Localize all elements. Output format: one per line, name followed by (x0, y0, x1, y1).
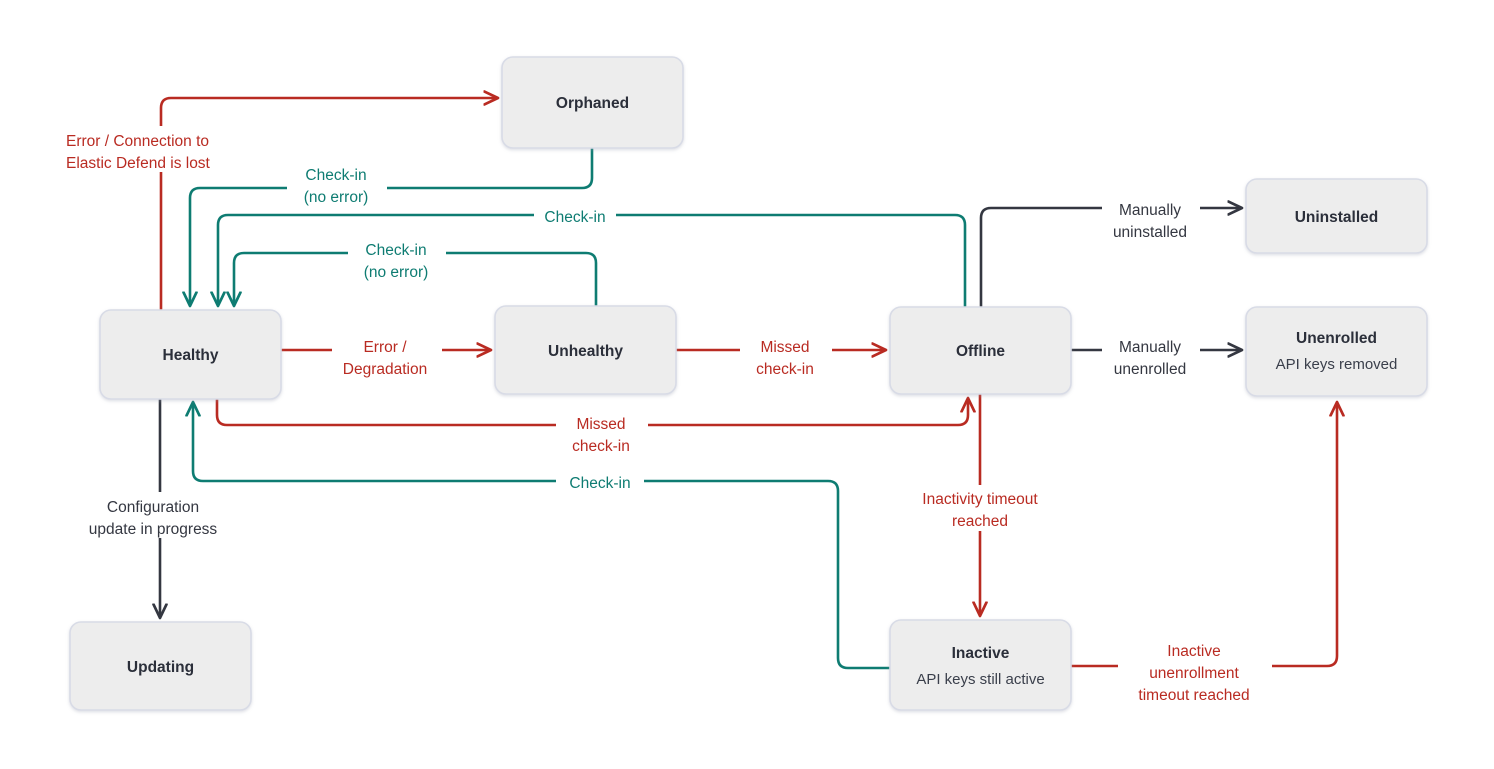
edge-label-line: Error / (363, 339, 407, 356)
edge-label-line: timeout reached (1138, 687, 1249, 704)
node-updating-label: Updating (127, 659, 194, 676)
edge-label-error-connection: Error / Connection to Elastic Defend is … (66, 133, 211, 172)
edge-label-line: uninstalled (1113, 224, 1187, 241)
node-inactive-label: Inactive (952, 645, 1010, 662)
edge-label-line: Inactivity timeout (922, 491, 1038, 508)
edge-label-missed-checkin-top: Missed check-in (756, 339, 814, 378)
edge-label-checkin-offline: Check-in (544, 209, 605, 226)
label-bg (556, 412, 648, 458)
node-offline[interactable]: Offline (889, 306, 1072, 395)
label-bg (348, 237, 446, 283)
label-bg (66, 492, 246, 538)
edge-label-line: Manually (1119, 339, 1181, 356)
edge-label-inactive-unenrollment: Inactive unenrollment timeout reached (1138, 643, 1249, 704)
node-inactive[interactable]: Inactive API keys still active (889, 619, 1072, 711)
edge-label-line: Elastic Defend is lost (66, 155, 211, 172)
edge-label-line: Degradation (343, 361, 427, 378)
node-updating-box[interactable] (69, 621, 252, 711)
label-bg (740, 334, 832, 380)
node-uninstalled[interactable]: Uninstalled (1245, 178, 1428, 254)
edge-label-line: reached (952, 513, 1008, 530)
edge-orphaned-to-healthy (190, 146, 594, 305)
label-bg (900, 485, 1060, 531)
edge-label-line: (no error) (304, 189, 369, 206)
node-unenrolled-label: Unenrolled (1296, 330, 1377, 347)
node-unhealthy-label: Unhealthy (548, 343, 623, 360)
edge-label-line: unenrollment (1149, 665, 1239, 682)
node-offline-box[interactable] (889, 306, 1072, 395)
node-unenrolled[interactable]: Unenrolled API keys removed (1245, 306, 1428, 397)
node-unhealthy[interactable]: Unhealthy (494, 305, 677, 395)
node-uninstalled-box[interactable] (1245, 178, 1428, 254)
edge-label-line: unenrolled (1114, 361, 1186, 378)
edge-label-checkin-inactive: Check-in (569, 475, 630, 492)
edge-label-error-degradation: Error / Degradation (343, 339, 427, 378)
node-inactive-box[interactable] (889, 619, 1072, 711)
edge-label-line: Error / Connection to (66, 133, 209, 150)
edge-label-line: Configuration (107, 499, 199, 516)
label-bg (332, 334, 442, 380)
edge-label-line: Check-in (305, 167, 366, 184)
edge-label-line: Missed (760, 339, 809, 356)
edge-label-config-update: Configuration update in progress (89, 499, 218, 538)
edge-label-line: Inactive (1167, 643, 1220, 660)
node-unenrolled-box[interactable] (1245, 306, 1428, 397)
edge-inactive-to-unenrolled (1069, 403, 1337, 668)
node-healthy-box[interactable] (99, 309, 282, 400)
edge-offline-to-uninstalled (979, 208, 1241, 309)
edge-label-line: Check-in (365, 242, 426, 259)
edge-inactive-to-healthy (193, 403, 892, 670)
label-bg (1102, 334, 1200, 380)
label-bg (534, 205, 616, 229)
edge-label-line: check-in (756, 361, 814, 378)
node-unenrolled-sublabel: API keys removed (1276, 356, 1398, 373)
label-bg (62, 126, 252, 172)
edge-label-line: (no error) (364, 264, 429, 281)
node-inactive-sublabel: API keys still active (916, 671, 1044, 688)
edge-label-checkin-noerror-top: Check-in (no error) (304, 167, 369, 206)
edge-label-checkin-noerror-mid: Check-in (no error) (364, 242, 429, 281)
node-orphaned[interactable]: Orphaned (501, 56, 684, 149)
node-healthy[interactable]: Healthy (99, 309, 282, 400)
node-unhealthy-box[interactable] (494, 305, 677, 395)
node-orphaned-label: Orphaned (556, 95, 629, 112)
node-healthy-label: Healthy (163, 347, 219, 364)
edge-label-line: Manually (1119, 202, 1181, 219)
label-bg (1102, 192, 1200, 238)
edge-label-line: Missed (576, 416, 625, 433)
edge-label-manually-unenrolled: Manually unenrolled (1114, 339, 1186, 378)
edge-label-inactivity-timeout: Inactivity timeout reached (922, 491, 1038, 530)
edge-healthy-to-orphaned (159, 98, 497, 314)
node-uninstalled-label: Uninstalled (1295, 209, 1379, 226)
node-updating[interactable]: Updating (69, 621, 252, 711)
edge-label-missed-checkin-low: Missed check-in (572, 416, 630, 455)
node-offline-label: Offline (956, 343, 1005, 360)
edge-label-line: Check-in (544, 209, 605, 226)
node-orphaned-box[interactable] (501, 56, 684, 149)
edge-label-line: update in progress (89, 521, 218, 538)
edge-label-line: check-in (572, 438, 630, 455)
edge-label-line: Check-in (569, 475, 630, 492)
edge-label-manually-uninstalled: Manually uninstalled (1113, 202, 1187, 241)
label-bg (1118, 635, 1272, 701)
label-bg (556, 470, 644, 494)
label-bg (287, 162, 387, 208)
